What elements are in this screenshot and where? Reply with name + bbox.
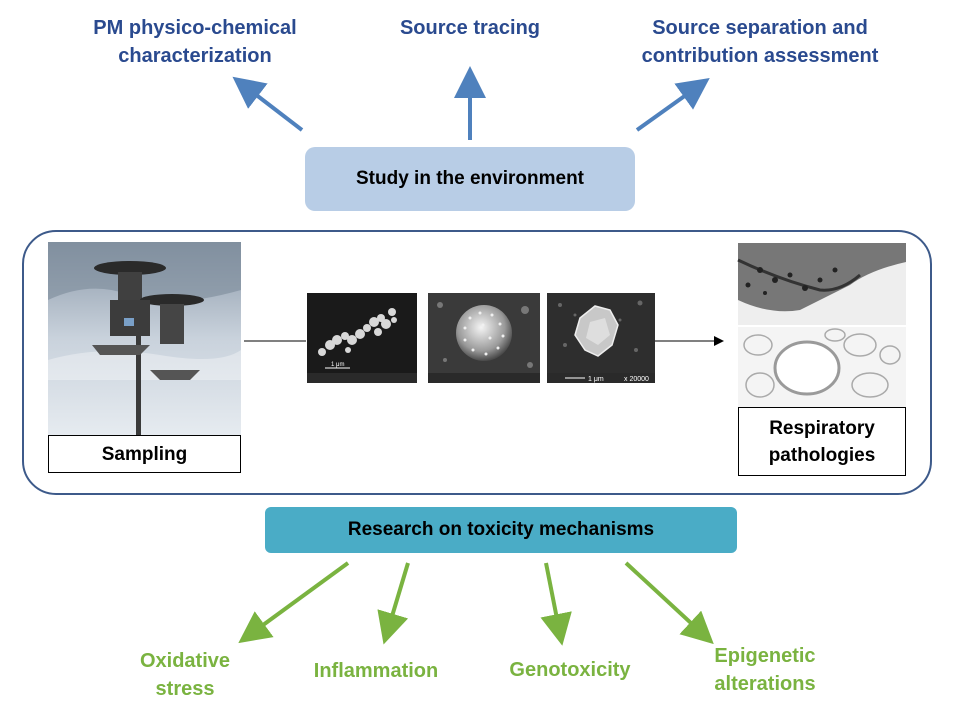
sampling-photo bbox=[48, 242, 241, 435]
micrograph-magnification-label: x 20000 bbox=[624, 376, 649, 383]
outcome-line: Epigenetic bbox=[714, 645, 816, 667]
outcome-epigenetic-alterations: Epigenetic alterations bbox=[690, 642, 840, 698]
histology-image bbox=[737, 243, 906, 407]
outcome-line: Inflammation bbox=[313, 660, 439, 682]
micrograph-scale-label: 1 μm bbox=[331, 362, 344, 368]
outcome-line: PM physico-chemical bbox=[93, 17, 297, 39]
outcome-line: Genotoxicity bbox=[509, 659, 631, 681]
arrow-to-epigenetic bbox=[624, 561, 714, 645]
arrow-to-genotoxicity bbox=[540, 562, 572, 646]
micrograph-pollen bbox=[428, 293, 540, 383]
arrow-to-inflammation bbox=[377, 562, 410, 645]
outcome-line: Oxidative bbox=[139, 650, 231, 672]
outcome-line: characterization bbox=[118, 45, 272, 67]
sampling-caption: Sampling bbox=[48, 435, 241, 473]
micrograph-mineral-particle: 1 μm x 20000 bbox=[547, 293, 655, 383]
arrow-to-source-separation bbox=[635, 78, 710, 132]
outcome-genotoxicity: Genotoxicity bbox=[495, 656, 645, 684]
outcome-pm-characterization: PM physico-chemical characterization bbox=[70, 14, 320, 70]
micrograph-soot-aggregate: 1 μm bbox=[307, 293, 417, 383]
study-environment-label: Study in the environment bbox=[355, 168, 585, 189]
study-environment-box: Study in the environment bbox=[305, 147, 635, 211]
outcome-inflammation: Inflammation bbox=[296, 657, 456, 685]
micrograph-scale-label: 1 μm bbox=[588, 376, 604, 383]
respiratory-caption: Respiratory pathologies bbox=[738, 407, 906, 476]
outcome-line: Source tracing bbox=[399, 17, 541, 39]
outcome-line: alterations bbox=[714, 673, 816, 695]
outcome-line: contribution assessment bbox=[641, 45, 879, 67]
outcome-source-tracing: Source tracing bbox=[370, 14, 570, 42]
respiratory-line: pathologies bbox=[768, 444, 876, 466]
outcome-line: stress bbox=[155, 678, 215, 700]
outcome-line: Source separation and bbox=[652, 17, 868, 39]
sampling-label: Sampling bbox=[101, 443, 188, 465]
outcome-source-separation: Source separation and contribution asses… bbox=[620, 14, 900, 70]
toxicity-research-box: Research on toxicity mechanisms bbox=[265, 507, 737, 553]
arrow-to-pm-characterization bbox=[232, 76, 304, 132]
outcome-oxidative-stress: Oxidative stress bbox=[110, 647, 260, 703]
respiratory-line: Respiratory bbox=[769, 417, 875, 439]
toxicity-research-label: Research on toxicity mechanisms bbox=[347, 519, 655, 540]
process-frame bbox=[22, 230, 932, 495]
arrow-to-oxidative-stress bbox=[238, 561, 350, 644]
